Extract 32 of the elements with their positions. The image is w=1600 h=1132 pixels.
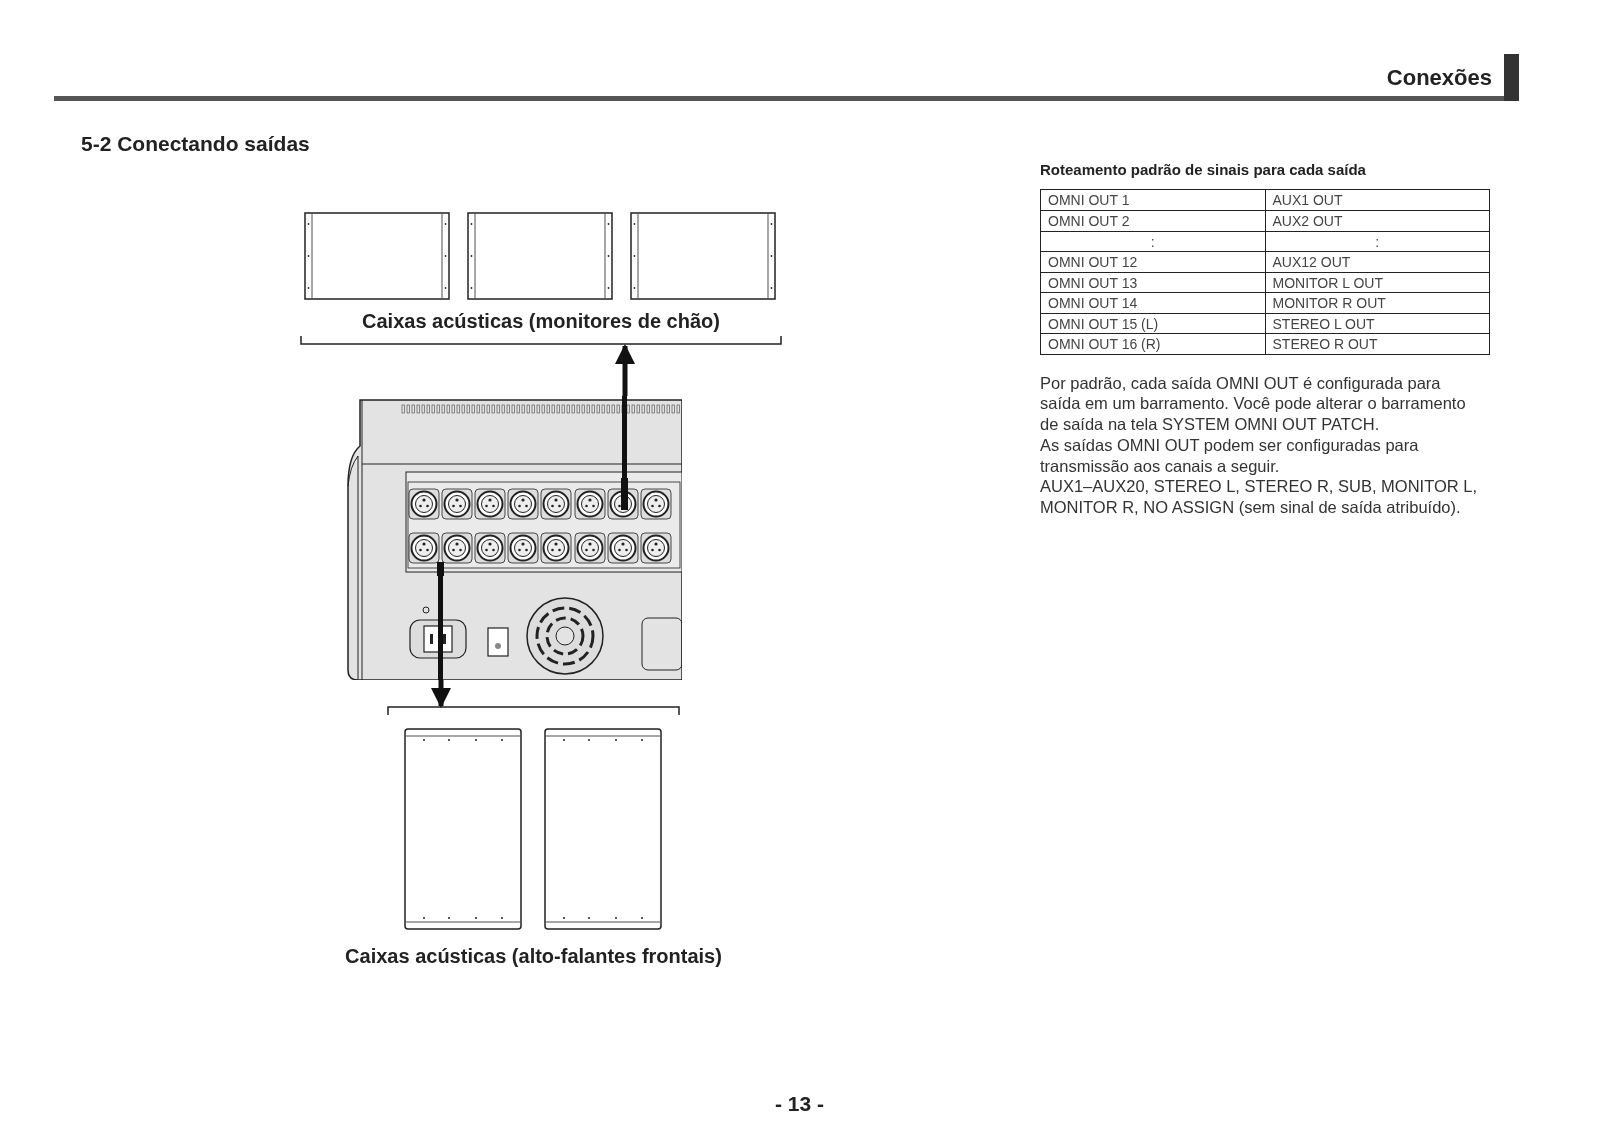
table-cell: OMNI OUT 15 (L) — [1041, 313, 1266, 333]
group-caption: Caixas acústicas (alto-falantes frontais) — [345, 945, 722, 967]
table-cell-text: AUX12 OUT — [1271, 253, 1352, 272]
table-cell: OMNI OUT 2 — [1041, 211, 1266, 231]
table-cell: OMNI OUT 1 — [1041, 189, 1266, 210]
table-cell-text: MONITOR L OUT — [1271, 273, 1384, 292]
table-cell-text: AUX2 OUT — [1271, 212, 1344, 231]
table-title: Roteamento padrão de sinais para cada saída — [1040, 160, 1367, 180]
table-cell-text: STEREO L OUT — [1271, 314, 1376, 333]
floor-monitor-speaker-drawing — [467, 212, 613, 300]
table-cell-text: AUX1 OUT — [1271, 190, 1344, 210]
group-caption: Caixas acústicas (monitores de chão) — [362, 310, 720, 332]
arrow — [615, 344, 635, 396]
page-number: - 13 - — [775, 1091, 824, 1117]
page-title: 5-2 Conectando saídas — [81, 131, 310, 157]
table-cell-text: : — [1374, 232, 1381, 251]
table-cell: OMNI OUT 12 — [1041, 252, 1266, 272]
front-speaker-drawing — [544, 728, 662, 930]
table-cell: : — [1041, 231, 1266, 251]
arrow — [431, 680, 451, 708]
floor-monitor-speaker-drawing — [629, 212, 777, 300]
table-cell-text: MONITOR R OUT — [1271, 294, 1387, 313]
section-header: Conexões — [1386, 64, 1492, 92]
table-cell: OMNI OUT 13 — [1041, 272, 1266, 292]
table-cell: OMNI OUT 16 (R) — [1041, 334, 1266, 354]
table-cell-text: STEREO R OUT — [1271, 335, 1379, 354]
floor-monitor-speaker-drawing — [304, 212, 450, 300]
table-cell: OMNI OUT 14 — [1041, 293, 1266, 313]
front-speaker-drawing — [404, 728, 522, 930]
paragraph: AUX1–AUX20, STEREO L, STEREO R, SUB, MONITOR L, MONITOR R, NO ASSIGN (sem sinal de saída atribuído). — [1040, 476, 1479, 519]
paragraph: Por padrão, cada saída OMNI OUT é configurada para saída em um barramento. Você pode alterar o barramento de saída na tela SYSTEM OMNI OUT PATCH. — [1040, 372, 1467, 435]
paragraph: As saídas OMNI OUT podem ser configuradas para transmissão aos canais a seguir. — [1040, 434, 1420, 477]
